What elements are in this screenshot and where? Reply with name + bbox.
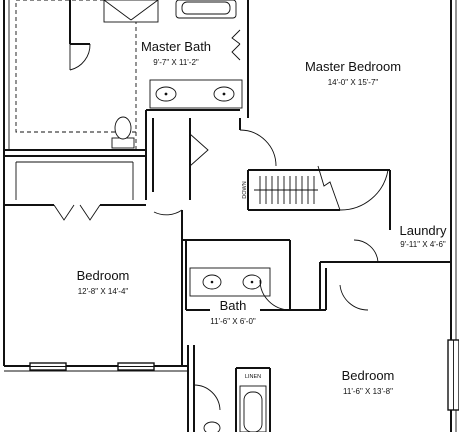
laundry-dims: 9'-11" X 4'-6"	[400, 240, 446, 249]
bath-dims: 11'-6" X 6'-0"	[210, 317, 256, 326]
bedroom-right-name: Bedroom	[342, 368, 395, 383]
staircase	[254, 165, 389, 211]
bedroom-left-dims: 12'-8" X 14'-4"	[78, 287, 129, 296]
master-bedroom-name: Master Bedroom	[305, 59, 401, 74]
master-bedroom-dims: 14'-0" X 15'-7"	[328, 78, 379, 87]
laundry-name: Laundry	[400, 223, 447, 238]
master-bath-dims: 9'-7" X 11'-2"	[153, 58, 199, 67]
room-labels: Master Bath 9'-7" X 11'-2" Master Bedroo…	[77, 39, 447, 396]
stairs-down-label: DOWN	[242, 181, 248, 198]
master-bath-fixtures	[69, 0, 277, 167]
doors	[53, 29, 379, 411]
walls	[3, 0, 457, 432]
closet-outlines	[15, 0, 137, 150]
master-bath-name: Master Bath	[141, 39, 211, 54]
bedroom-right-dims: 11'-6" X 13'-8"	[343, 387, 393, 396]
bedroom-left-name: Bedroom	[77, 268, 130, 283]
linen-label: LINEN	[245, 374, 261, 380]
bath-fixtures	[189, 267, 271, 432]
windows	[29, 339, 459, 411]
bath-name: Bath	[220, 298, 247, 313]
